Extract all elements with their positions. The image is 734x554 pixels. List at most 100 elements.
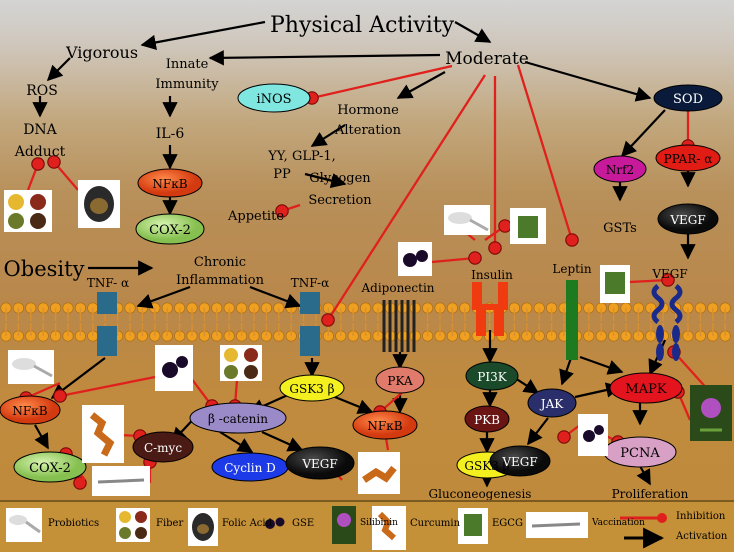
label-cox2-left: COX-2 [29, 461, 71, 476]
inhibition-lines [19, 64, 711, 490]
label-moderate: Moderate [445, 49, 529, 69]
label-vigorous: Vigorous [65, 43, 138, 62]
label-gsk3-mid: GSK3 β [289, 382, 334, 396]
node-pi3k [465, 361, 519, 391]
node-cox2-left [13, 451, 87, 483]
node-sod [653, 84, 723, 112]
legend-egcg: EGCG [492, 518, 523, 529]
curcumin-image-mid [358, 452, 400, 494]
label-appetite: Appetite [227, 209, 284, 224]
label-cyclind: Cyclin D [224, 461, 276, 475]
label-leptin: Leptin [552, 262, 591, 276]
node-vegf-low [489, 445, 551, 477]
label-proliferation: Proliferation [612, 487, 689, 501]
label-adiponectin: Adiponectin [360, 281, 434, 295]
title: Physical Activity [270, 13, 455, 38]
legend-gse: GSE [292, 518, 315, 529]
probiotics-image-left [8, 350, 54, 384]
label-gsts: GSTs [603, 221, 637, 236]
label-ros: ROS [26, 83, 58, 99]
node-nfkb-top [137, 168, 203, 198]
legend: Probiotics Fiber Folic Acid GSE Silibini… [0, 500, 734, 552]
legend-activation: Activation [676, 531, 728, 542]
label-nfkb-left: NFκB [12, 404, 47, 418]
label-jak: JAK [539, 397, 564, 411]
label-yy-2: PP [273, 167, 291, 182]
gse-image-low [578, 414, 608, 456]
legend-probiotics: Probiotics [48, 518, 100, 529]
fiber-image-mid [220, 345, 262, 381]
label-gluconeogenesis: Gluconeogenesis [429, 487, 532, 501]
node-pkb [464, 405, 510, 433]
node-mapk [609, 372, 683, 404]
node-bcatenin [189, 402, 287, 434]
label-pkb: PKB [474, 413, 500, 427]
label-yy-1: YY, GLP-1, [267, 149, 336, 164]
gse-image-top [398, 242, 432, 276]
label-glycogen-2: Secretion [308, 193, 372, 208]
legend-inhibition: Inhibition [676, 511, 726, 522]
legend-fiber: Fiber [156, 518, 184, 529]
node-vegf-right [657, 203, 719, 235]
label-insulin: Insulin [471, 268, 513, 282]
receptors [97, 280, 683, 361]
label-inos: iNOS [256, 92, 291, 107]
node-ppar [655, 144, 721, 172]
label-pcna: PCNA [620, 446, 660, 461]
label-chronic-1: Chronic [194, 255, 246, 270]
diagram-labels: Physical Activity Vigorous Moderate Inna… [4, 13, 713, 501]
pathway-nodes [0, 83, 723, 483]
node-cmyc [132, 431, 194, 463]
label-hormone-2: Alteration [334, 123, 402, 138]
label-dna: DNA [23, 122, 57, 138]
node-nfkb-mid [352, 410, 418, 440]
fiber-image [4, 190, 52, 232]
node-pka [375, 366, 425, 394]
egcg-image-top [510, 208, 546, 244]
label-hormone-1: Hormone [337, 103, 399, 118]
label-nfkb-top: NFκB [152, 177, 187, 191]
gse-image-left [155, 345, 193, 391]
label-il6: IL-6 [156, 126, 185, 142]
egcg-image-right [600, 265, 630, 303]
node-cox2-top [135, 213, 205, 245]
label-vegf-low: VEGF [501, 455, 537, 469]
node-nrf2 [593, 155, 647, 183]
label-tnf-left: TNF- α [87, 276, 129, 290]
node-gsk3-mid [279, 374, 345, 402]
label-mapk: MAPK [625, 382, 666, 397]
vaccination-image-left [92, 466, 150, 496]
label-pka: PKA [387, 374, 413, 388]
legend-folic-acid: Folic Acid [222, 518, 273, 529]
legend-vaccination: Vaccination [592, 518, 645, 528]
label-chronic-2: Inflammation [176, 273, 265, 288]
label-glycogen-1: Glycogen [309, 171, 371, 186]
curcumin-image-left [82, 405, 124, 463]
label-innate-1: Innate [166, 57, 209, 72]
label-nrf2: Nrf2 [606, 163, 634, 177]
label-innate-2: Immunity [155, 77, 219, 92]
label-ppar: PPAR- α [664, 152, 713, 166]
label-pi3k: PI3K [477, 370, 507, 384]
label-adduct: Adduct [14, 144, 66, 160]
label-vegf-mid: VEGF [301, 457, 337, 471]
cell-membrane [0, 302, 731, 342]
folic-acid-image [78, 180, 120, 228]
node-vegf-mid [285, 446, 355, 480]
label-tnf-right: TNF-α [291, 276, 329, 290]
node-inos [237, 83, 311, 113]
label-bcatenin: β -catenin [208, 412, 268, 426]
label-gsk3-low: GSK3 β [464, 459, 509, 473]
label-cmyc: C-myc [144, 441, 182, 455]
node-jak [527, 388, 577, 418]
label-vegf-right: VEGF [669, 213, 705, 227]
probiotics-image-top [444, 205, 490, 235]
node-nfkb-left [0, 395, 61, 425]
label-obesity: Obesity [4, 257, 85, 281]
label-cox2-top: COX-2 [149, 223, 191, 238]
label-nfkb-mid: NFκB [367, 419, 402, 433]
supplement-images [4, 180, 732, 496]
label-vegf-right-2: VEGF [651, 267, 687, 281]
